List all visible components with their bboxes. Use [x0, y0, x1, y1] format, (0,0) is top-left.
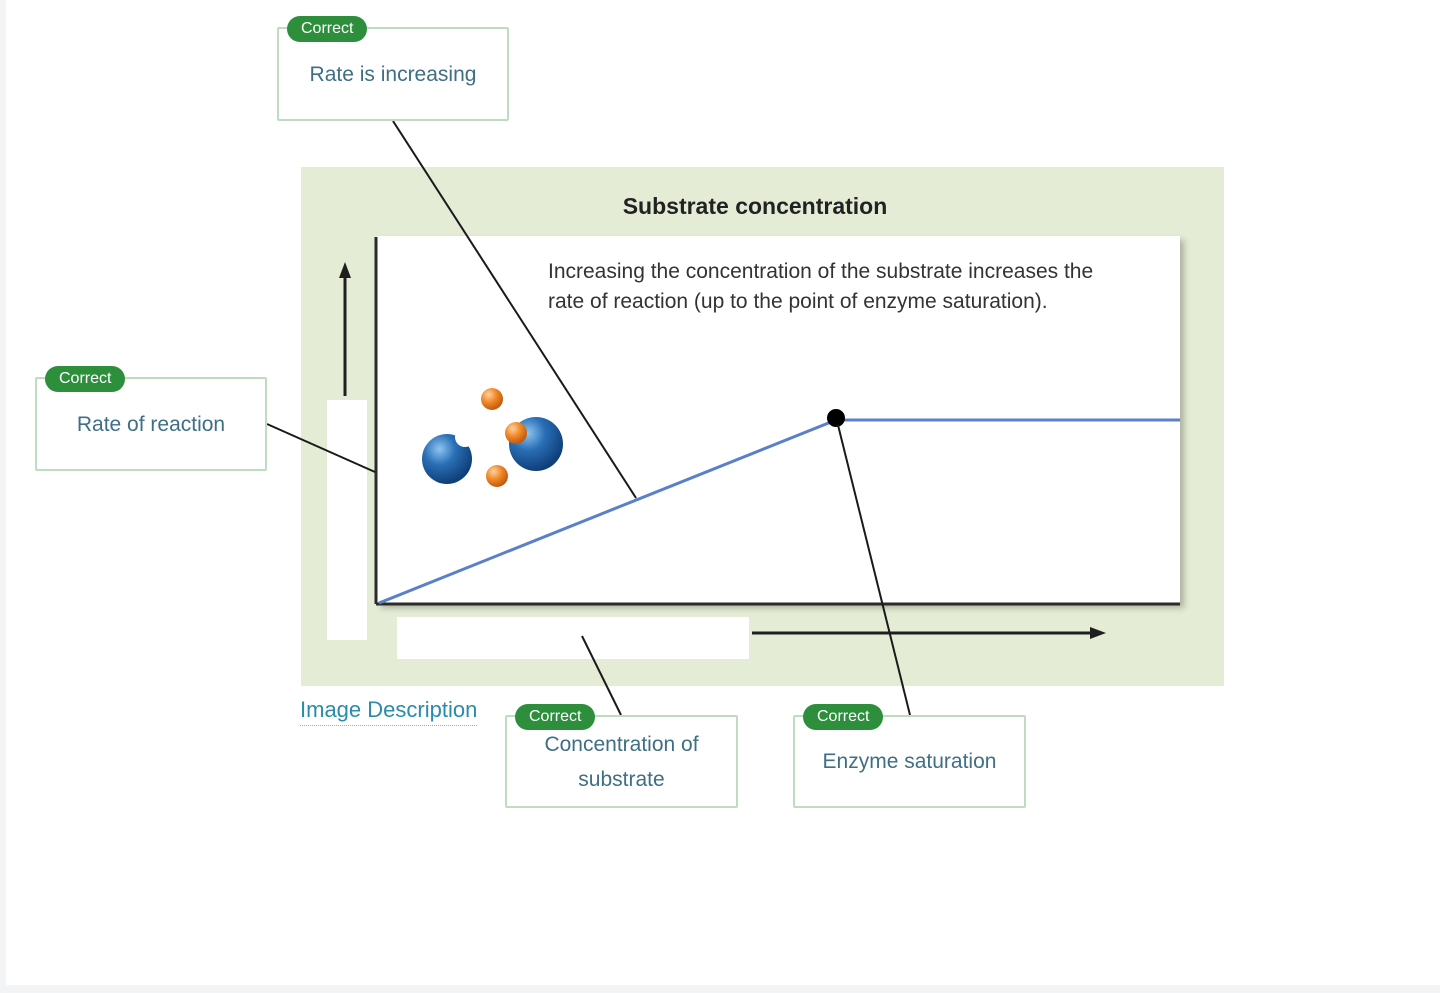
label-box-concentration-of-substrate[interactable]: Concentration of substrate [505, 715, 738, 808]
y-axis-label-slot [327, 400, 367, 640]
image-description-link[interactable]: Image Description [300, 697, 478, 726]
label-text: Concentration of substrate [544, 732, 699, 791]
page-left-edge [0, 0, 6, 993]
label-text: Enzyme saturation [822, 750, 997, 773]
label-text: Rate is increasing [309, 62, 477, 86]
label-box-rate-of-reaction[interactable]: Rate of reaction [35, 377, 267, 471]
label-box-rate-increasing[interactable]: Rate is increasing [277, 27, 509, 121]
figure-caption: Increasing the concentration of the subs… [548, 260, 1094, 313]
correct-badge: Correct [45, 366, 126, 392]
figure-title: Substrate concentration [622, 193, 888, 219]
correct-badge: Correct [287, 16, 368, 42]
correct-badge: Correct [803, 704, 884, 730]
x-axis-label-slot [397, 617, 749, 659]
label-text: Rate of reaction [76, 412, 226, 436]
page-bottom-edge [0, 985, 1440, 993]
label-box-enzyme-saturation[interactable]: Enzyme saturation [793, 715, 1026, 808]
correct-badge: Correct [515, 704, 596, 730]
